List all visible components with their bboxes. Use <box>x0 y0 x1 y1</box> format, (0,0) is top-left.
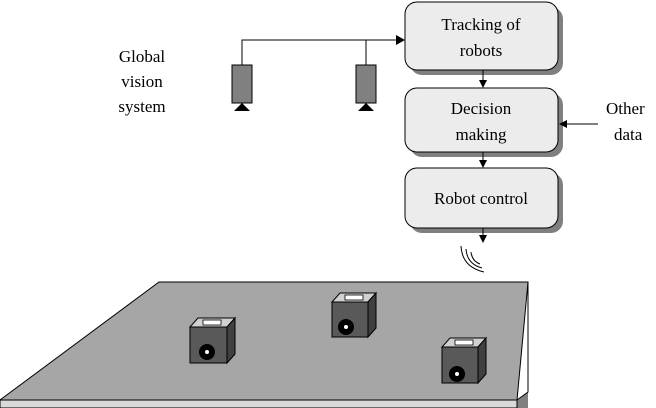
arrowhead <box>479 235 487 243</box>
other-data-line2: data <box>614 125 643 144</box>
camera-left <box>231 64 253 111</box>
robot-control-label: Robot control <box>434 189 528 208</box>
camera-wiring <box>241 39 396 65</box>
robot <box>330 291 378 339</box>
tracking-label-line2: robots <box>460 41 503 60</box>
decision-label-line1: Decision <box>451 99 512 118</box>
global-vision-system-label: Global vision system <box>118 47 165 116</box>
arrowhead <box>479 80 487 88</box>
robot <box>440 336 488 385</box>
decision-box: Decision making <box>404 87 563 157</box>
radio-waves-icon <box>460 245 485 273</box>
camera-right <box>355 64 377 111</box>
arrowhead <box>559 120 567 128</box>
label-line: Global <box>119 47 166 66</box>
robot-control-box: Robot control <box>404 167 563 233</box>
other-data-label: Other data <box>606 99 645 144</box>
arrowhead <box>396 35 405 45</box>
robot <box>188 316 237 365</box>
tracking-box: Tracking of robots <box>404 1 563 75</box>
decision-label-line2: making <box>456 125 507 144</box>
playing-field <box>0 281 529 408</box>
tracking-label-line1: Tracking of <box>441 15 521 34</box>
label-line: system <box>118 97 165 116</box>
label-line: vision <box>121 72 163 91</box>
other-data-line1: Other <box>606 99 645 118</box>
arrowhead <box>479 160 487 168</box>
